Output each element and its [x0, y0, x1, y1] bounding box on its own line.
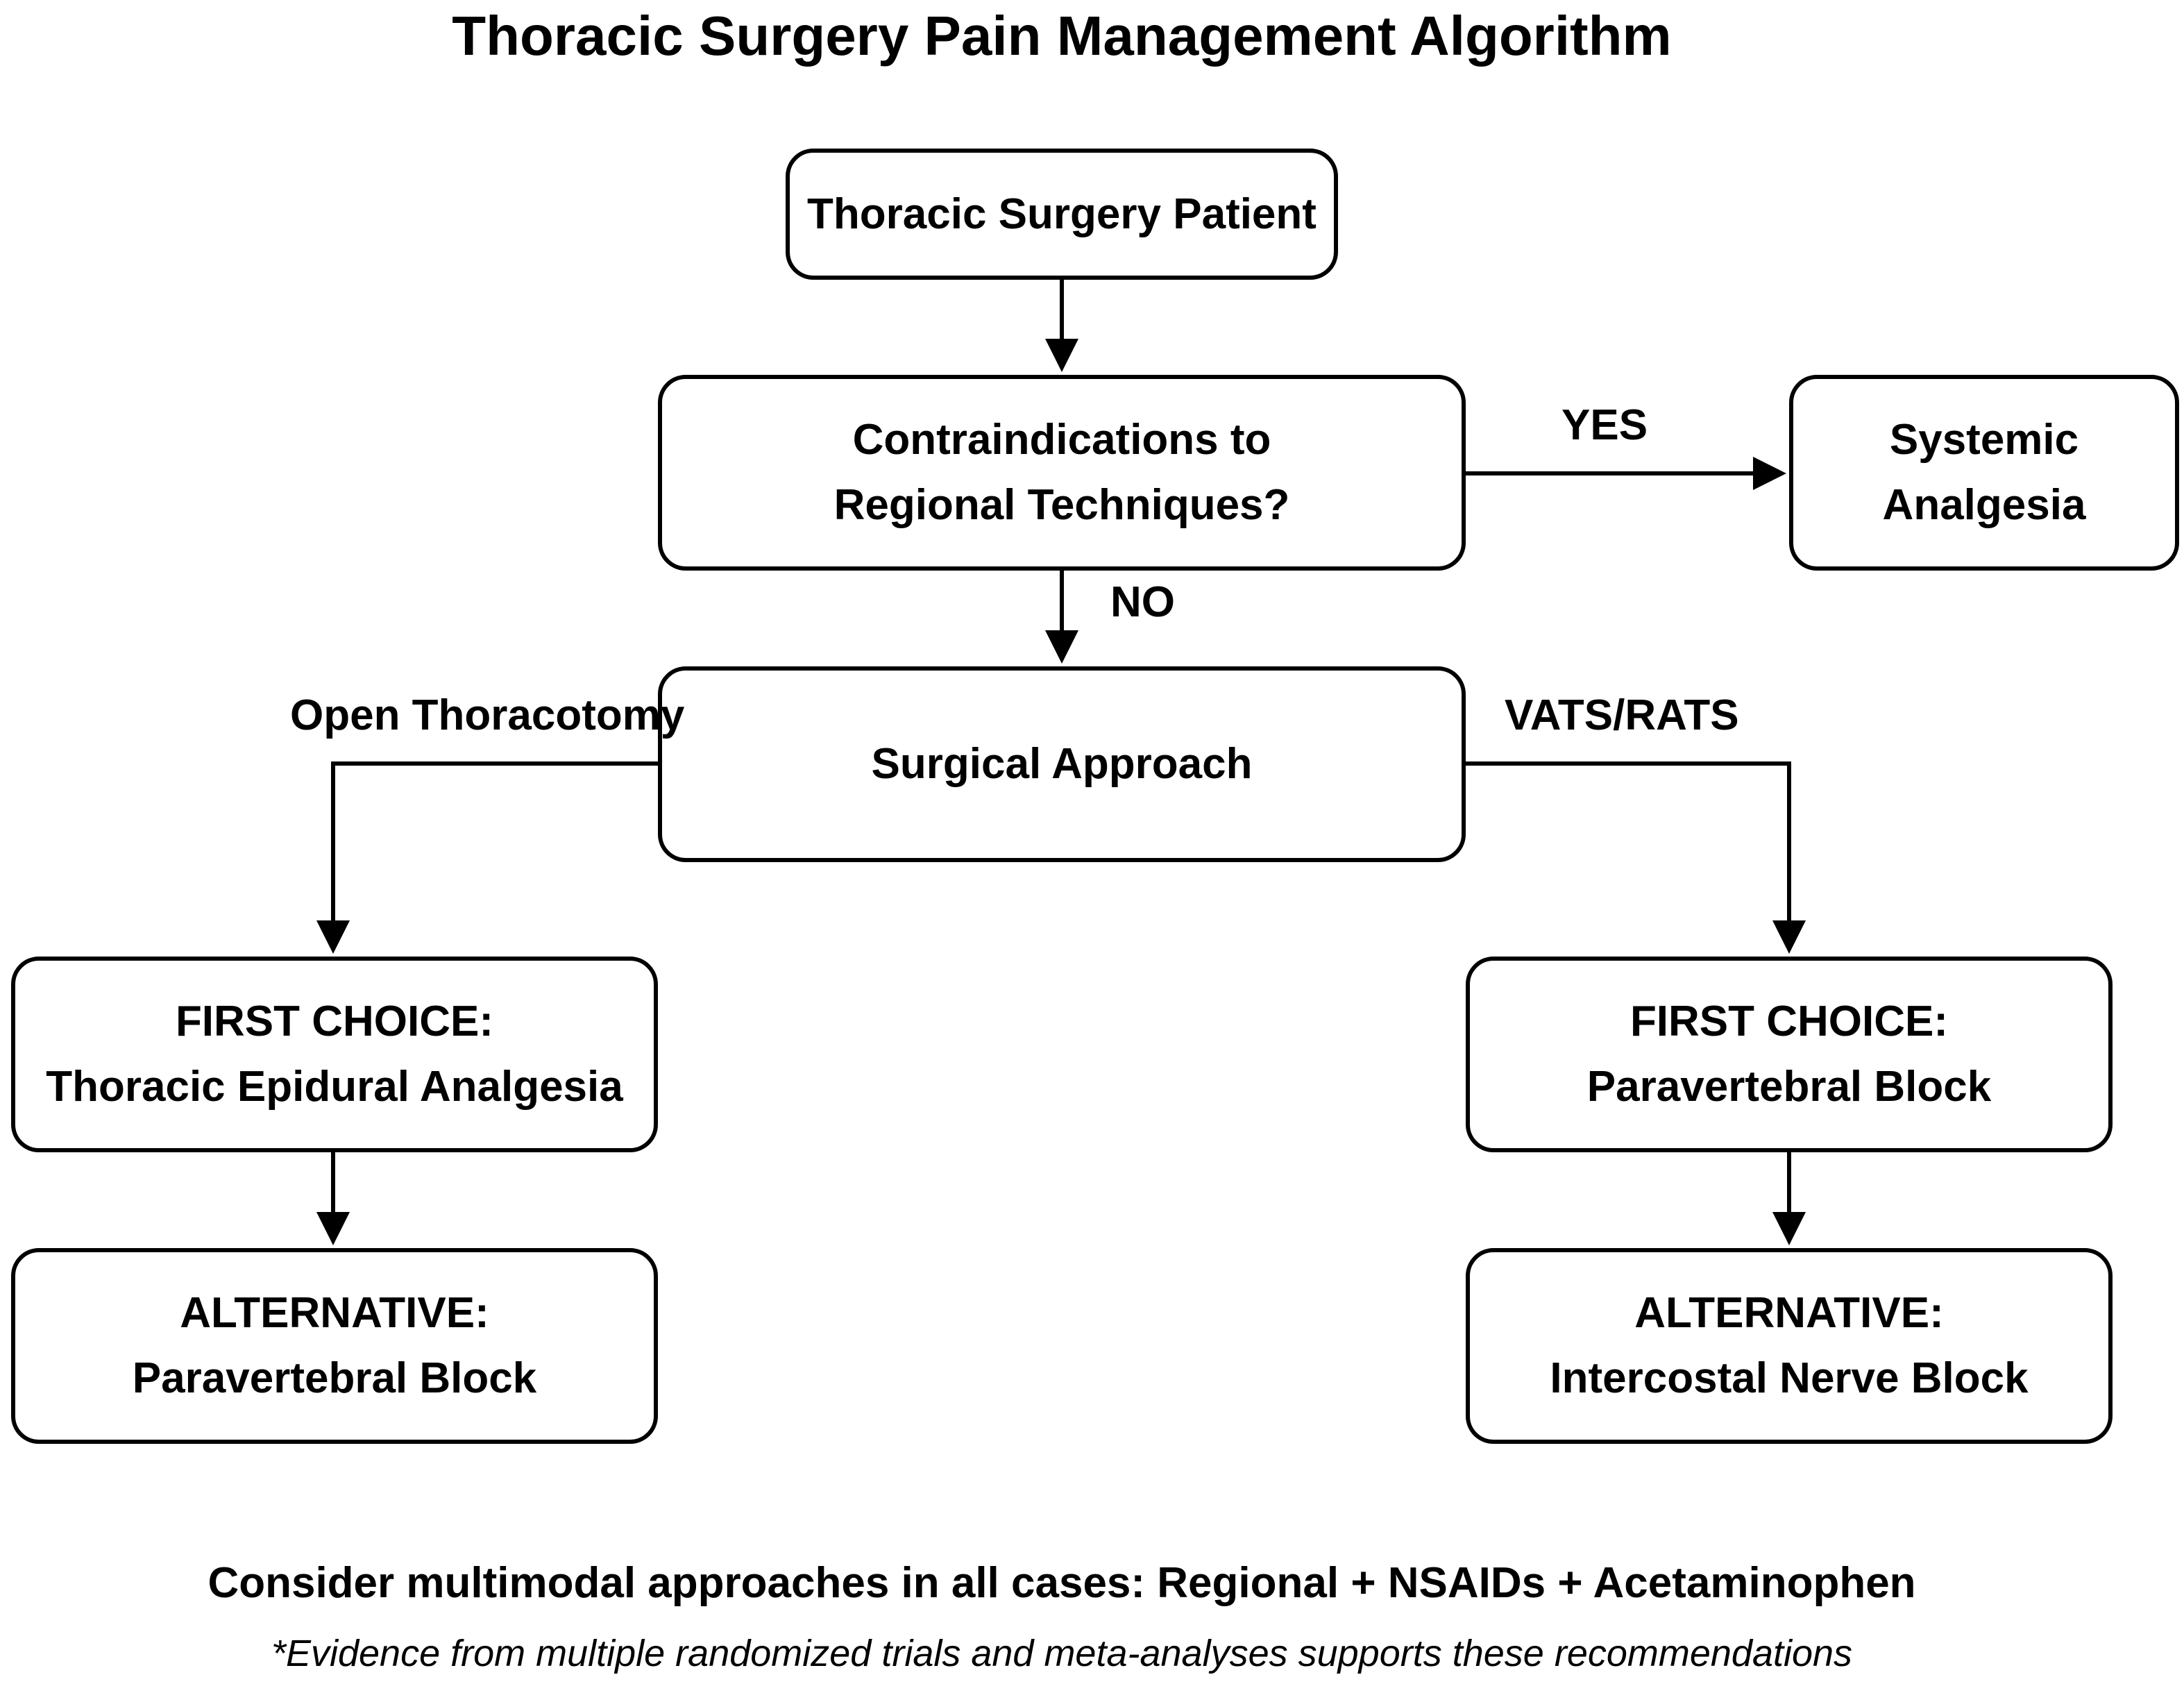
edge-label-open-thoracotomy: Open Thoracotomy	[290, 691, 685, 739]
node-label: Surgical Approach	[871, 740, 1253, 788]
node-label-line-1: ALTERNATIVE:	[180, 1289, 489, 1337]
node-surgical-approach: Surgical Approach	[658, 666, 1466, 862]
node-open-alternative: ALTERNATIVE: Paravertebral Block	[11, 1248, 658, 1444]
edge-label-no: NO	[1110, 578, 1175, 626]
node-thoracic-surgery-patient: Thoracic Surgery Patient	[786, 149, 1338, 280]
arrow-open-thoracotomy	[316, 761, 658, 954]
node-label-line-2: Paravertebral Block	[1586, 1063, 1992, 1111]
node-label-line-2: Paravertebral Block	[132, 1354, 537, 1402]
node-label-line-2: Regional Techniques?	[833, 481, 1290, 529]
node-label-line-2: Intercostal Nerve Block	[1550, 1354, 2029, 1402]
edge-label-yes: YES	[1561, 401, 1648, 449]
node-contraindications-decision: Contraindications to Regional Techniques…	[658, 375, 1466, 571]
node-label-line-1: FIRST CHOICE:	[175, 997, 494, 1045]
node-systemic-analgesia: Systemic Analgesia	[1789, 375, 2179, 571]
node-label-line-2: Thoracic Epidural Analgesia	[46, 1063, 623, 1111]
node-label-line-2: Analgesia	[1882, 481, 2086, 529]
node-vats-alternative: ALTERNATIVE: Intercostal Nerve Block	[1466, 1248, 2113, 1444]
diagram-title: Thoracic Surgery Pain Management Algorit…	[452, 5, 1672, 67]
node-label: Thoracic Surgery Patient	[807, 190, 1317, 238]
node-open-first-choice: FIRST CHOICE: Thoracic Epidural Analgesi…	[11, 957, 658, 1152]
node-label-line-1: ALTERNATIVE:	[1634, 1289, 1944, 1337]
footer-multimodal-note: Consider multimodal approaches in all ca…	[208, 1559, 1916, 1607]
node-label-line-1: FIRST CHOICE:	[1629, 997, 1949, 1045]
footer-evidence-note: *Evidence from multiple randomized trial…	[271, 1633, 1853, 1674]
node-label-line-1: Systemic	[1889, 416, 2079, 464]
arrow-vats-rats	[1466, 761, 1806, 954]
edge-label-vats-rats: VATS/RATS	[1505, 691, 1739, 739]
node-vats-first-choice: FIRST CHOICE: Paravertebral Block	[1466, 957, 2113, 1152]
node-label-line-1: Contraindications to	[852, 416, 1271, 464]
